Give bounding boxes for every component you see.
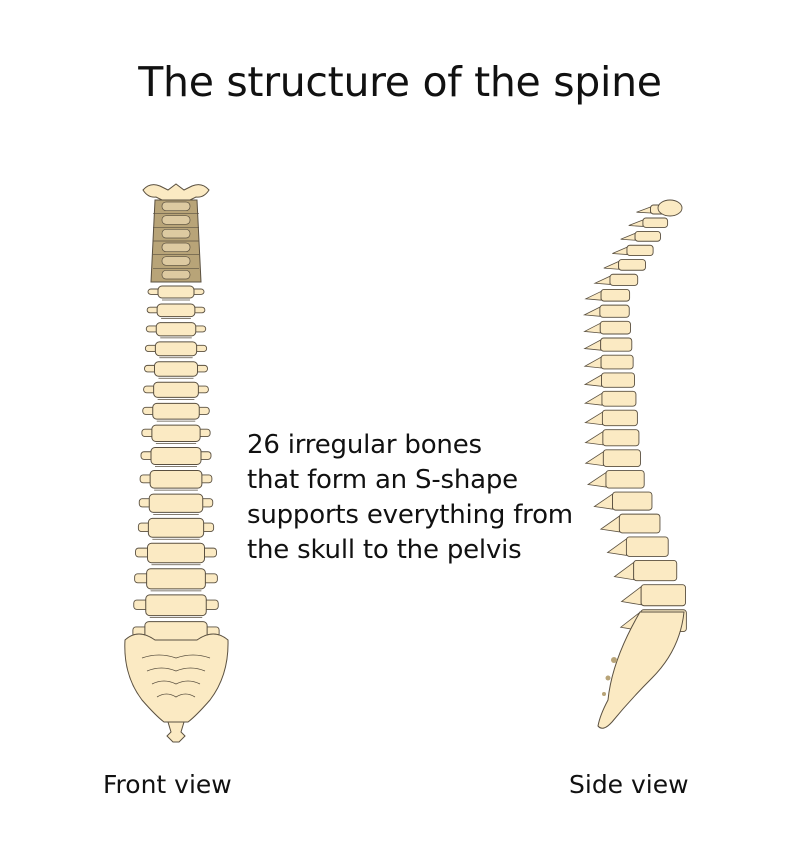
spinous-process (582, 306, 601, 317)
description-line: 26 irregular bones (247, 430, 482, 460)
side-vertebra-body (633, 559, 678, 582)
spine-description: 26 irregular bones that form an S-shape … (247, 428, 573, 568)
spinous-process (612, 246, 628, 255)
side-vertebra-body (599, 304, 630, 318)
side-vertebra-body (605, 470, 645, 489)
vertebra-body (156, 303, 196, 318)
sacral-fusion-line (146, 667, 206, 672)
side-vertebra-body (642, 217, 669, 228)
spinous-process (613, 561, 635, 581)
spinous-process (620, 585, 642, 606)
vertebra-body (149, 470, 203, 489)
spinous-process (593, 275, 611, 285)
cervical-vertebra (161, 215, 191, 225)
spinous-process (599, 515, 620, 533)
page-title: The structure of the spine (138, 58, 662, 106)
vertebra-body (151, 424, 201, 442)
side-view-label: Side view (569, 770, 689, 799)
side-vertebra-body (626, 244, 654, 256)
description-line: that form an S-shape (247, 465, 518, 495)
spinous-process (583, 356, 602, 369)
vertebra-body (147, 517, 205, 538)
cervical-vertebra (161, 269, 191, 280)
spinous-process (628, 219, 644, 227)
sacrum (124, 633, 229, 723)
spinous-process (606, 538, 627, 556)
side-vertebra-body (609, 273, 639, 286)
spinous-process (583, 322, 601, 334)
side-vertebra-body (625, 536, 669, 557)
description-line: the skull to the pelvis (247, 535, 522, 565)
side-view-spine (582, 199, 687, 729)
sacral-fusion-line (151, 680, 201, 685)
spinous-process (584, 430, 604, 446)
front-view-spine (124, 183, 229, 743)
side-vertebra-body (599, 320, 631, 335)
spinous-process (583, 392, 603, 406)
spinous-process (603, 260, 619, 270)
sacral-foramen (611, 657, 617, 663)
side-vertebra-body (602, 449, 641, 468)
side-vertebra-body (601, 409, 638, 427)
side-vertebra-body (602, 429, 640, 447)
vertebra-body (154, 361, 198, 377)
vertebra-body (145, 594, 207, 617)
side-vertebra-body (634, 230, 661, 242)
side-vertebra-body (618, 259, 646, 271)
vertebra-body (147, 542, 205, 564)
side-vertebra-body (600, 337, 633, 352)
spinous-process (636, 206, 651, 214)
spinous-process (584, 451, 604, 467)
cervical-vertebra (161, 228, 191, 239)
side-vertebra-body (618, 513, 661, 534)
side-vertebra-body (600, 289, 631, 302)
side-vertebra-body (601, 390, 637, 407)
spinous-process (583, 374, 602, 387)
spinous-process (583, 339, 602, 351)
spinous-process (584, 290, 602, 301)
sacral-fusion-line (141, 654, 211, 659)
vertebra-body (157, 285, 195, 299)
side-vertebra-body (601, 372, 635, 388)
side-sacrum (597, 611, 685, 729)
vertebra-body (150, 447, 202, 465)
spinous-process (586, 471, 607, 488)
vertebra-body (152, 402, 200, 420)
spinous-process (593, 493, 613, 510)
vertebra-body (146, 568, 206, 590)
vertebra-body (154, 341, 198, 357)
vertebra-body (155, 322, 197, 337)
vertebra-body (153, 381, 199, 398)
sacral-foramen (602, 692, 606, 696)
coccyx (166, 721, 186, 743)
sacral-fusion-line (156, 693, 196, 698)
cervical-vertebra (161, 242, 191, 253)
front-view-label: Front view (103, 770, 232, 799)
side-vertebra-body (612, 491, 653, 511)
side-vertebra-body (640, 584, 686, 607)
spinous-process (620, 232, 636, 241)
vertebra-body (148, 493, 204, 513)
cervical-vertebra (161, 201, 191, 212)
cervical-vertebra (161, 256, 191, 266)
side-vertebra-body (600, 354, 634, 370)
description-line: supports everything from (247, 500, 573, 530)
sacral-foramen (605, 675, 611, 681)
side-atlas (657, 199, 683, 217)
atlas-vertebra (142, 183, 210, 201)
spinous-process (584, 411, 603, 426)
